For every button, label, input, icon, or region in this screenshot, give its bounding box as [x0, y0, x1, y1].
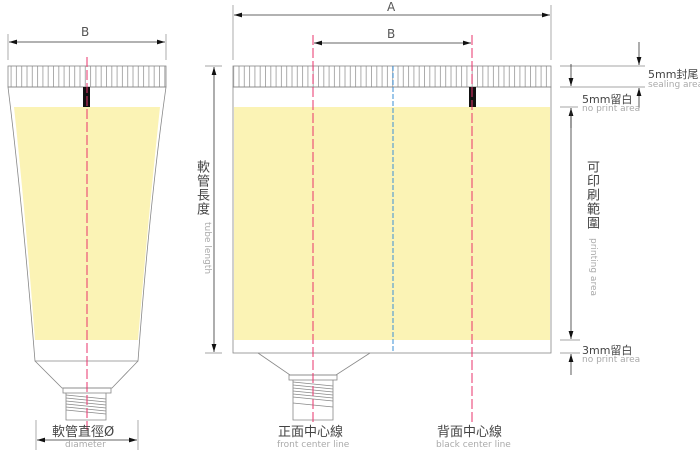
tube-length-label: 軟管長度	[194, 160, 209, 216]
back-center-line-en: black center line	[436, 440, 511, 450]
bottom-margin-en: no print area	[582, 355, 641, 365]
diameter-en: diameter	[65, 440, 106, 450]
top-margin-label: 5mm留白	[582, 93, 633, 106]
dimension-b-left-label: B	[81, 25, 90, 39]
printing-area-en: printing area	[588, 238, 598, 296]
front-center-line-label: 正面中心線	[278, 425, 344, 440]
back-center-line-label: 背面中心線	[437, 425, 503, 440]
sealing-en: sealing area	[648, 80, 700, 90]
top-margin-en: no print area	[582, 104, 641, 114]
diameter-label: 軟管直徑Ø	[52, 425, 115, 440]
front-center-line-en: front center line	[277, 440, 350, 450]
dimension-b-right-label: B	[387, 27, 396, 41]
side-view-tube	[7, 34, 167, 450]
extension-lines	[560, 65, 645, 354]
dimension-a-label: A	[387, 0, 396, 14]
print-area	[234, 107, 550, 340]
tube-length-en: tube length	[202, 222, 212, 275]
sealing-label: 5mm封尾	[648, 68, 699, 81]
printing-area-label: 可印刷範圍	[584, 160, 599, 230]
print-area	[14, 107, 160, 340]
bottom-margin-label: 3mm留白	[582, 344, 633, 357]
margin-arrows	[568, 42, 642, 375]
crimp-seal	[232, 65, 552, 88]
flat-view-tube	[232, 5, 552, 425]
